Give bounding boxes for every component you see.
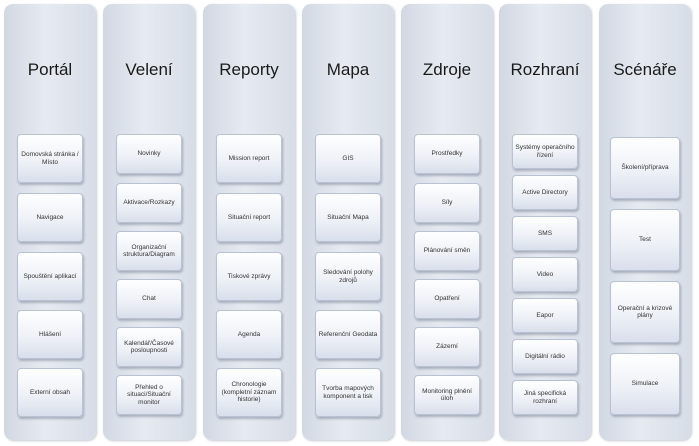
card: Mission report bbox=[216, 134, 282, 183]
card: Video bbox=[512, 257, 578, 292]
card: Plánování směn bbox=[414, 231, 480, 271]
card: Síly bbox=[414, 183, 480, 223]
card: Digitální rádio bbox=[512, 339, 578, 374]
card: Sledování polohy zdrojů bbox=[315, 252, 381, 301]
card: Organizační struktura/Diagram bbox=[116, 231, 182, 271]
column-title: Zdroje bbox=[422, 60, 472, 79]
column-reporty: Reporty Mission report Situační report T… bbox=[203, 4, 295, 440]
card: Agenda bbox=[216, 310, 282, 359]
column-mapa: Mapa GIS Situační Mapa Sledování polohy … bbox=[302, 4, 394, 440]
column-title: Reporty bbox=[219, 60, 279, 79]
card: Eapor bbox=[512, 298, 578, 333]
card: Tvorba mapových komponent a tisk bbox=[315, 368, 381, 417]
card: Novinky bbox=[116, 134, 182, 174]
card: Prostředky bbox=[414, 134, 480, 174]
card: Externí obsah bbox=[17, 368, 83, 417]
card: Jiná specifická rozhraní bbox=[512, 380, 578, 415]
card: Active Directory bbox=[512, 175, 578, 210]
card: Test bbox=[610, 209, 680, 271]
card: Zázemí bbox=[414, 327, 480, 367]
card: Situační Mapa bbox=[315, 193, 381, 242]
card: Tiskové zprávy bbox=[216, 252, 282, 301]
card: SMS bbox=[512, 216, 578, 251]
card: Kalendář/Časové posloupnosti bbox=[116, 327, 182, 367]
card: Referenční Geodata bbox=[315, 310, 381, 359]
card: Chat bbox=[116, 279, 182, 319]
column-title: Mapa bbox=[326, 60, 370, 79]
column-title: Scénáře bbox=[613, 60, 677, 79]
card: Domovská stránka / Místo bbox=[17, 134, 83, 183]
card: GIS bbox=[315, 134, 381, 183]
card: Navigace bbox=[17, 193, 83, 242]
column-title: Rozhraní bbox=[510, 60, 580, 79]
card: Školení/příprava bbox=[610, 137, 680, 199]
card: Situační report bbox=[216, 193, 282, 242]
card: Opatření bbox=[414, 279, 480, 319]
column-rozhrani: Rozhraní Systémy operačního řízení Activ… bbox=[499, 4, 591, 440]
column-title: Portál bbox=[27, 60, 73, 79]
column-portal: Portál Domovská stránka / Místo Navigace… bbox=[4, 4, 96, 440]
card: Hlášení bbox=[17, 310, 83, 359]
card: Aktivace/Rozkazy bbox=[116, 183, 182, 223]
card: Spouštění aplikací bbox=[17, 252, 83, 301]
card: Operační a krizové plány bbox=[610, 281, 680, 343]
card: Simulace bbox=[610, 353, 680, 415]
card: Systémy operačního řízení bbox=[512, 134, 578, 169]
card: Monitoring plnění úloh bbox=[414, 375, 480, 415]
card: Přehled o situaci/Situační monitor bbox=[116, 375, 182, 415]
card: Chronologie (kompletní záznam historie) bbox=[216, 368, 282, 417]
column-veleni: Velení Novinky Aktivace/Rozkazy Organiza… bbox=[103, 4, 195, 440]
column-title: Velení bbox=[125, 60, 173, 79]
column-zdroje: Zdroje Prostředky Síly Plánování směn Op… bbox=[401, 4, 493, 440]
column-scenare: Scénáře Školení/příprava Test Operační a… bbox=[599, 4, 691, 440]
